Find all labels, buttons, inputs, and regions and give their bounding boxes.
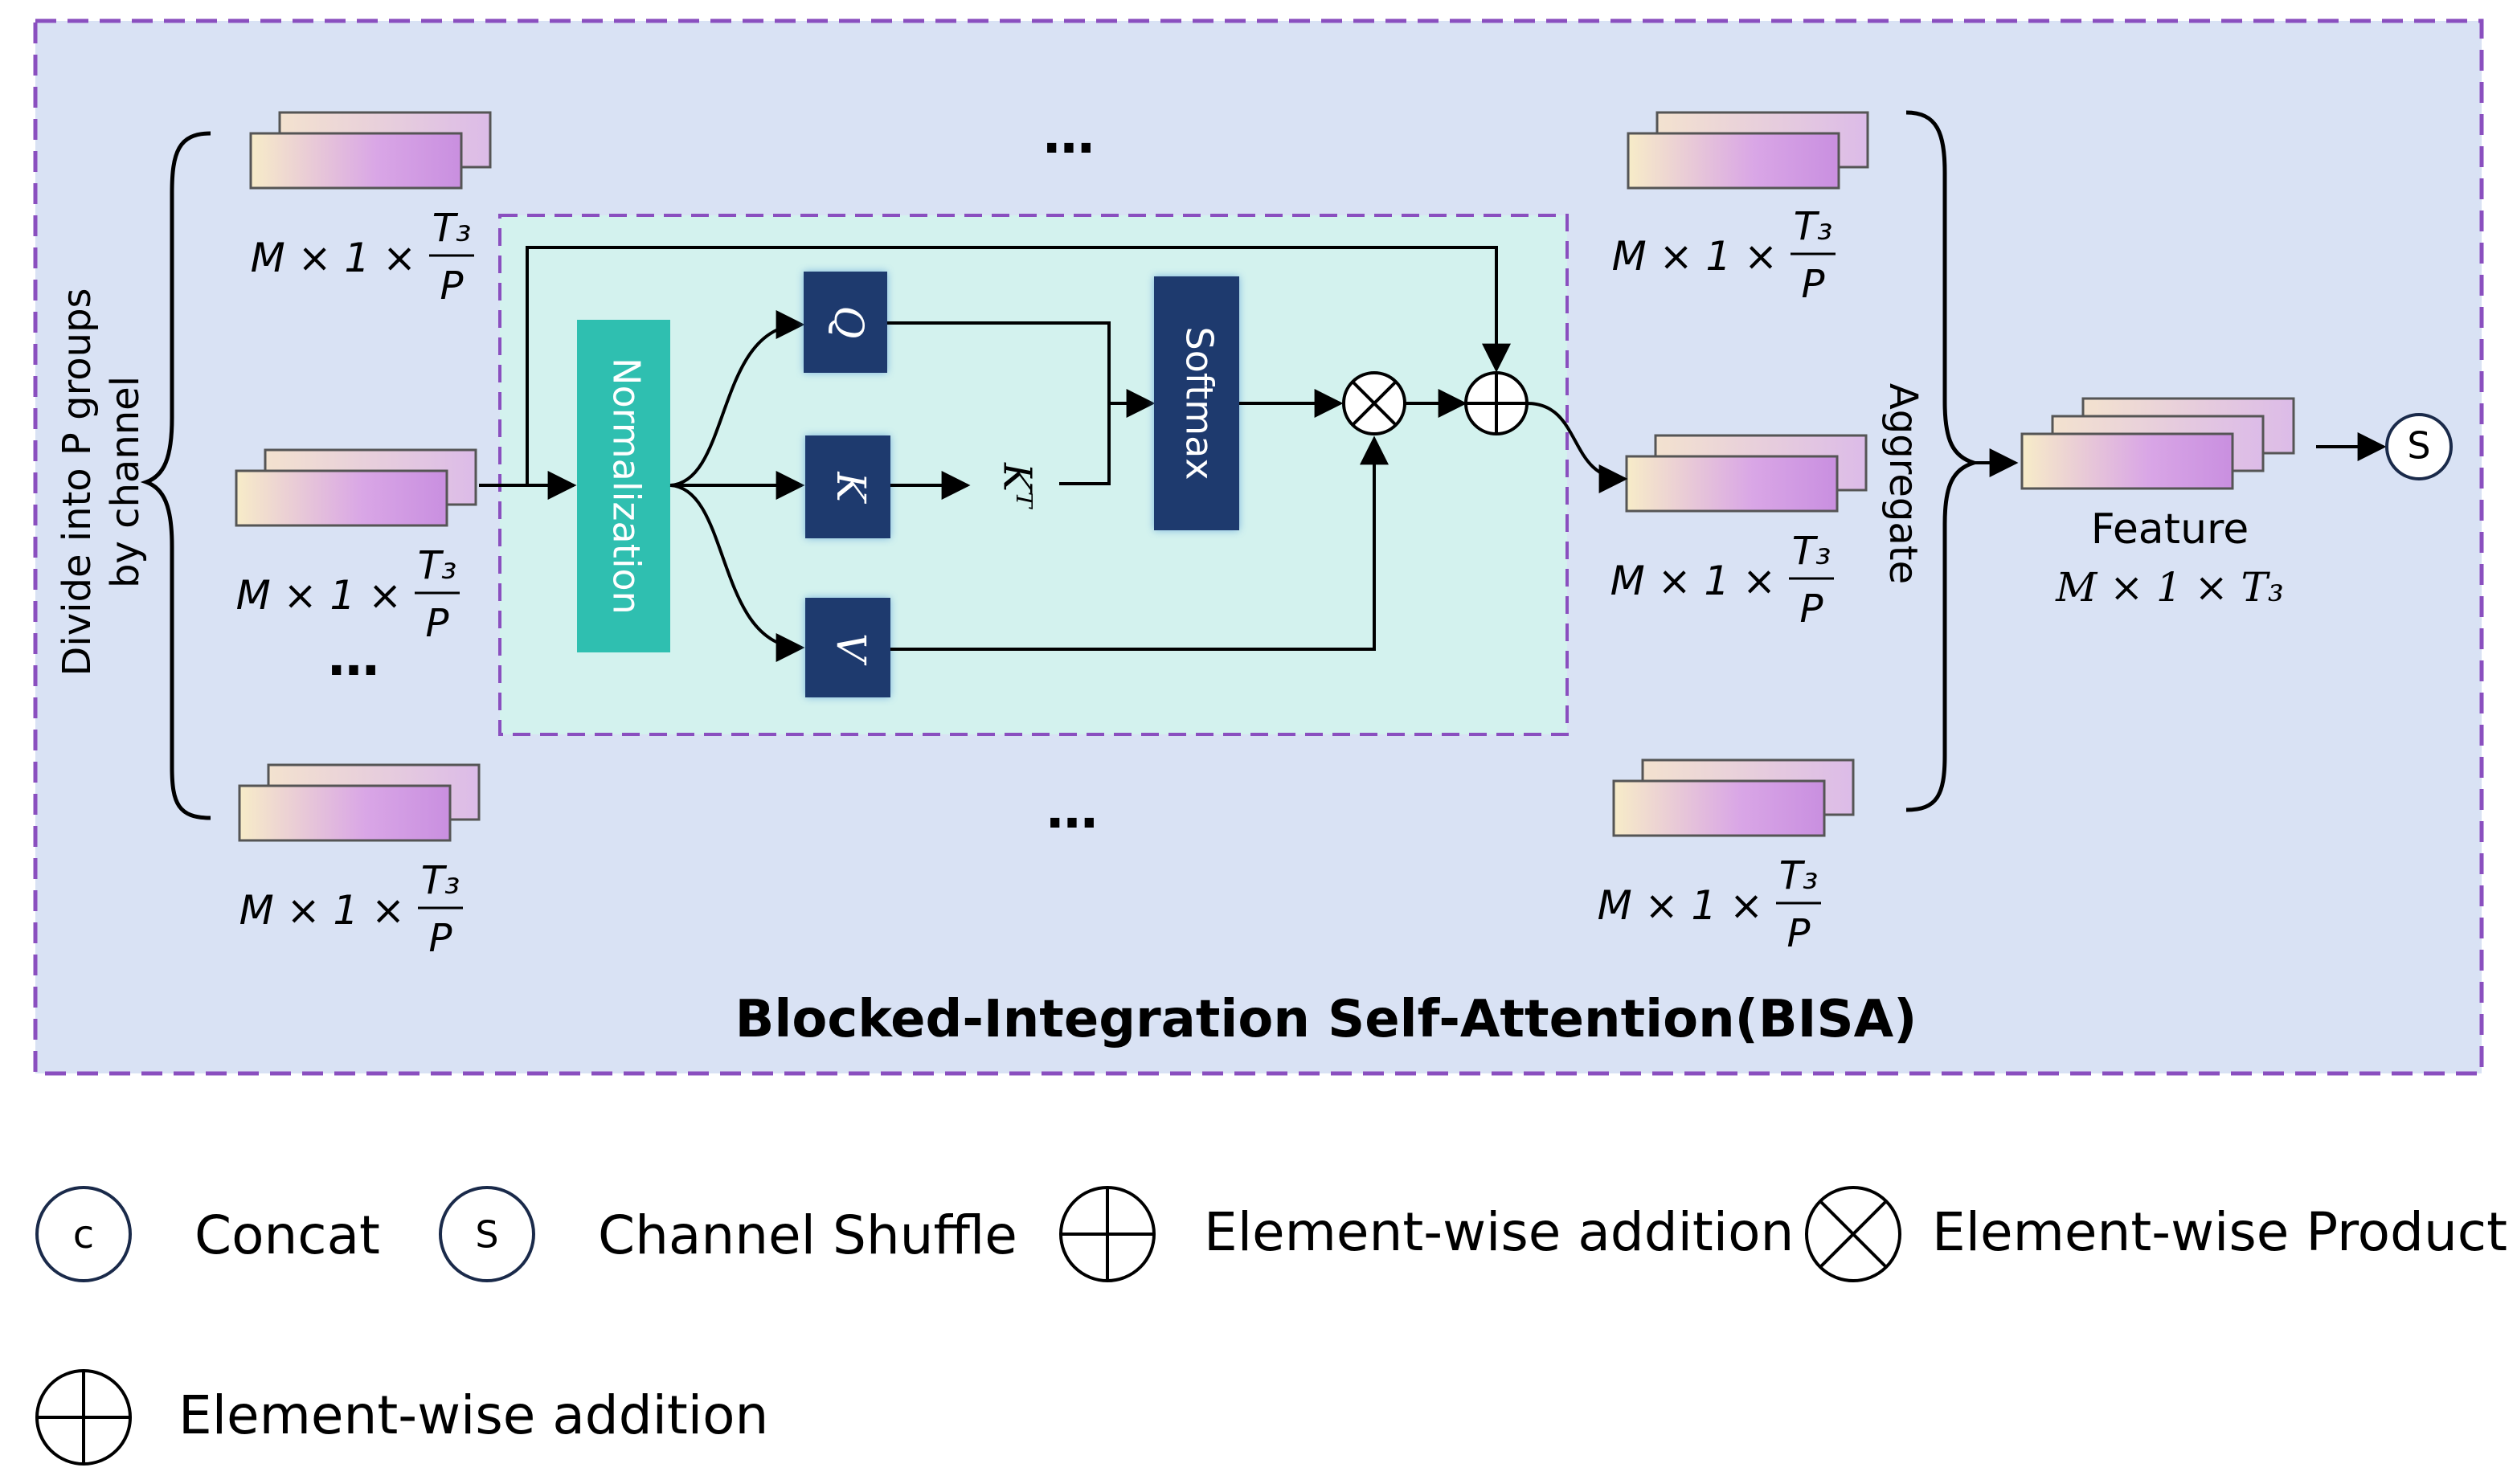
arrow-v-product (890, 435, 1389, 651)
svg-text:T₃: T₃ (421, 858, 460, 903)
feature-dim: M × 1 × T₃ (2055, 564, 2284, 611)
svg-text:M × 1 ×: M × 1 × (239, 887, 405, 934)
svg-text:M × 1 ×: M × 1 × (1610, 558, 1776, 604)
svg-text:by channel: by channel (103, 376, 148, 588)
norm-block (577, 320, 670, 652)
svg-text:P: P (429, 916, 452, 961)
svg-text:S: S (475, 1213, 498, 1257)
svg-text:P: P (1802, 262, 1825, 307)
legend-product-label: Element-wise Product (1932, 1201, 2507, 1263)
kt-label: Kᵀ (995, 462, 1040, 510)
arrow-add-output (1526, 402, 1628, 493)
legend-shuffle-icon: S (439, 1186, 535, 1282)
v-block: V (805, 598, 890, 697)
ellipsis-left: … (328, 628, 379, 688)
legend-add-icon (1059, 1186, 1156, 1282)
divide-label: Divide into P groups by channel (55, 288, 148, 676)
svg-text:Divide into P groups: Divide into P groups (55, 288, 100, 676)
svg-text:T₃: T₃ (1792, 529, 1831, 574)
feature-group-right-3 (1612, 758, 1855, 837)
svg-text:T₃: T₃ (418, 543, 457, 588)
legend-concat-icon: c (35, 1186, 132, 1282)
svg-text:P: P (440, 264, 464, 309)
legend-add2-icon (35, 1369, 132, 1466)
group-size-label-left-3: M × 1 × T₃ P (239, 858, 463, 961)
svg-text:Softmax: Softmax (1178, 327, 1222, 480)
arrow-kt-softmax (1059, 403, 1111, 485)
svg-text:T₃: T₃ (1779, 853, 1819, 898)
feature-label: Feature (2091, 505, 2249, 554)
legend-add-label: Element-wise addition (1204, 1201, 1794, 1263)
svg-text:c: c (73, 1212, 94, 1257)
legend-concat-label: Concat (194, 1204, 380, 1266)
svg-text:P: P (1787, 911, 1811, 956)
group-size-label-left-2: M × 1 × T₃ P (236, 543, 460, 646)
group-size-label-right-3: M × 1 × T₃ P (1598, 853, 1821, 956)
softmax-block: Softmax (1154, 276, 1239, 530)
svg-text:M × 1 ×: M × 1 × (236, 572, 402, 619)
group-size-label-right-1: M × 1 × T₃ P (1612, 204, 1836, 307)
svg-text:M × 1 ×: M × 1 × (1598, 882, 1763, 929)
svg-text:P: P (1800, 587, 1823, 632)
feature-group-left-3 (238, 763, 481, 842)
svg-text:Q: Q (825, 306, 872, 339)
feature-group-left-2 (235, 448, 477, 527)
diagram-title: Blocked-Integration Self-Attention(BISA) (735, 990, 1917, 1049)
group-size-label-right-2: M × 1 × T₃ P (1610, 529, 1834, 632)
norm-label: Normalization (605, 358, 649, 615)
svg-text:K: K (828, 471, 874, 504)
arrow-norm-v (669, 484, 805, 662)
arrow-q-softmax (887, 321, 1156, 418)
svg-text:M × 1 ×: M × 1 × (1612, 233, 1778, 280)
legend-shuffle-label: Channel Shuffle (598, 1204, 1017, 1266)
feature-group-right-1 (1627, 111, 1869, 190)
feature-stacks: M × 1 × T₃ P M × 1 × T₃ P M × 1 × T₃ P M × 1 × T₃ P… (235, 111, 2295, 961)
legend-product-icon (1805, 1186, 1901, 1282)
legend-add2-label: Element-wise addition (178, 1384, 768, 1446)
q-block: Q (804, 272, 887, 373)
k-block: K (805, 435, 890, 538)
arrow-norm-q (669, 310, 805, 487)
group-size-label-left-1: M × 1 × T₃ P (251, 206, 474, 309)
left-brace (140, 131, 211, 820)
svg-text:T₃: T₃ (432, 206, 472, 251)
svg-text:V: V (828, 633, 874, 666)
add-symbol (1464, 371, 1529, 435)
aggregate-label: Aggregate (1881, 383, 1926, 584)
ellipsis-top: … (1043, 106, 1095, 166)
ellipsis-bottom: … (1046, 781, 1098, 840)
svg-text:P: P (426, 601, 449, 646)
feature-group-right-2 (1625, 434, 1868, 513)
output-shuffle-symbol: S (2385, 413, 2453, 480)
legend: c Concat S Channel Shuffle Element-wise … (35, 1186, 2507, 1466)
svg-text:M × 1 ×: M × 1 × (251, 235, 416, 281)
svg-text:T₃: T₃ (1794, 204, 1833, 249)
svg-text:S: S (2407, 424, 2430, 468)
product-symbol (1342, 371, 1406, 435)
feature-group-left-1 (249, 111, 492, 190)
aggregated-feature (2020, 397, 2295, 490)
arrow-skip (526, 246, 1511, 485)
